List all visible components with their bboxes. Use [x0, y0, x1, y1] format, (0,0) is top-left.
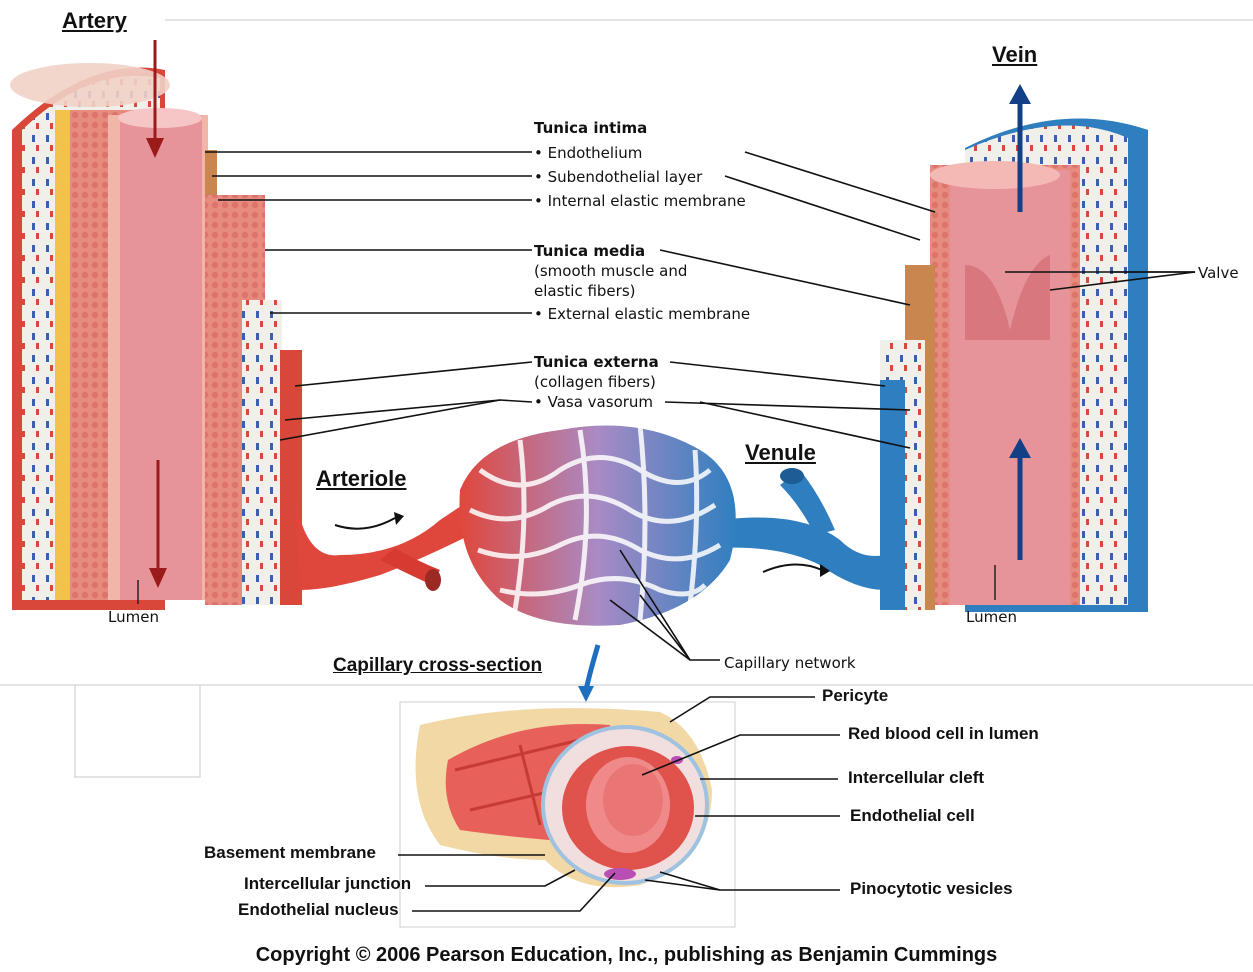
tunica-intima-label: Tunica intima — [534, 119, 647, 137]
endothelial-nucleus-label: Endothelial nucleus — [238, 900, 399, 920]
artery-heading: Artery — [62, 8, 127, 34]
intercellular-junction-label: Intercellular junction — [244, 874, 411, 894]
internal-elastic-membrane-label: • Internal elastic membrane — [534, 192, 746, 210]
venule-heading: Venule — [745, 440, 816, 466]
external-elastic-membrane-label: • External elastic membrane — [534, 305, 750, 323]
red-blood-cell-label: Red blood cell in lumen — [848, 724, 1039, 744]
subendothelial-layer-label: • Subendothelial layer — [534, 168, 702, 186]
tunica-media-label: Tunica media — [534, 242, 645, 260]
capillary-cross-section-heading: Capillary cross-section — [333, 655, 542, 677]
vein-heading: Vein — [992, 42, 1037, 68]
tunica-externa-label: Tunica externa — [534, 353, 659, 371]
lumen-right-label: Lumen — [966, 608, 1017, 626]
capillary-network-label: Capillary network — [724, 654, 856, 672]
intercellular-cleft-label: Intercellular cleft — [848, 768, 984, 788]
tunica-media-desc-2: elastic fibers) — [534, 282, 636, 300]
pinocytotic-vesicles-label: Pinocytotic vesicles — [850, 879, 1013, 899]
copyright-text: Copyright © 2006 Pearson Education, Inc.… — [0, 944, 1253, 967]
pericyte-label: Pericyte — [822, 686, 888, 706]
tunica-externa-desc: (collagen fibers) — [534, 373, 656, 391]
lumen-left-label: Lumen — [108, 608, 159, 626]
basement-membrane-label: Basement membrane — [204, 843, 376, 863]
vasa-vasorum-label: • Vasa vasorum — [534, 393, 653, 411]
vein-illustration — [880, 118, 1148, 612]
endothelial-cell-label: Endothelial cell — [850, 806, 975, 826]
valve-label: Valve — [1198, 264, 1239, 282]
tunica-media-desc-1: (smooth muscle and — [534, 262, 687, 280]
endothelium-label: • Endothelium — [534, 144, 642, 162]
arteriole-heading: Arteriole — [316, 466, 406, 492]
